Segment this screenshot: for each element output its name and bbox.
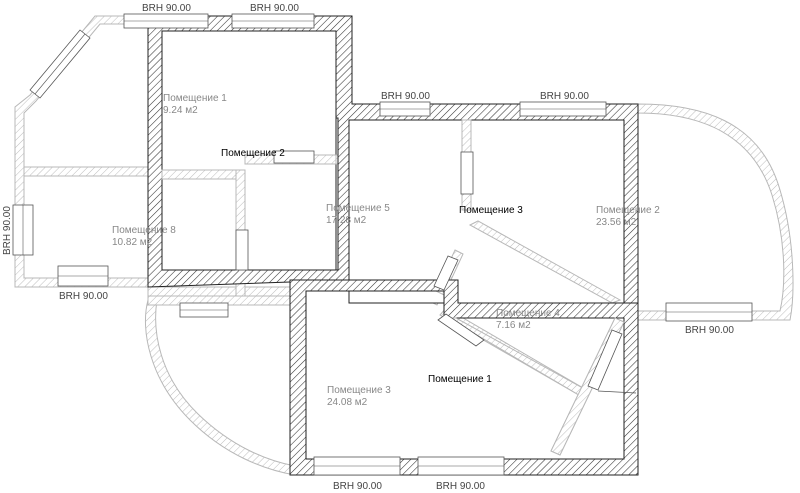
room-5-name: Помещение 5	[326, 203, 390, 214]
room-5-area: 17.28 м2	[326, 215, 367, 226]
door-upper-partition[interactable]	[273, 150, 315, 164]
doors	[235, 150, 637, 394]
window-label-mid-right: BRH 90.00	[540, 91, 589, 102]
door-diagonal-right[interactable]	[587, 329, 623, 391]
room-3-name: Помещение 3	[327, 385, 391, 396]
highlight-room-2: Помещение 2	[221, 148, 285, 159]
window-label-top-mid: BRH 90.00	[250, 3, 299, 14]
room-8-area: 10.82 м2	[112, 237, 153, 248]
window-label-top-left: BRH 90.00	[142, 3, 191, 14]
door-middle-partition[interactable]	[460, 151, 474, 195]
current-floor-walls	[147, 15, 639, 476]
window-label-west: BRH 90.00	[2, 206, 13, 255]
highlight-room-1: Помещение 1	[428, 374, 492, 385]
door-left-partition[interactable]	[235, 229, 249, 271]
room-2-name: Помещение 2	[596, 205, 660, 216]
door-diagonal-upper[interactable]	[433, 255, 459, 291]
room-1-area: 9.24 м2	[163, 105, 198, 116]
window-label-bottom-right: BRH 90.00	[436, 481, 485, 492]
window-labels: BRH 90.00 BRH 90.00 BRH 90.00 BRH 90.00 …	[2, 3, 734, 492]
door-swing-mark	[597, 390, 637, 394]
door-diagonal-lower[interactable]	[437, 313, 485, 347]
highlight-room-3: Помещение 3	[459, 205, 523, 216]
room-3-area: 24.08 м2	[327, 397, 368, 408]
room-1-name: Помещение 1	[163, 93, 227, 104]
left-wing-partition-1	[23, 166, 149, 177]
right-wing-wall	[637, 103, 794, 321]
room-4-name: Помещение 4	[496, 308, 560, 319]
window-label-bottom-left: BRH 90.00	[333, 481, 382, 492]
window-label-mid-left: BRH 90.00	[381, 91, 430, 102]
room-2-area: 23.56 м2	[596, 217, 637, 228]
window-label-southwest: BRH 90.00	[59, 291, 108, 302]
lower-room-wall	[289, 279, 639, 476]
room-4-area: 7.16 м2	[496, 320, 531, 331]
room-8-name: Помещение 8	[112, 225, 176, 236]
room-labels: Помещение 1 9.24 м2 Помещение 8 10.82 м2…	[112, 93, 660, 408]
windows	[12, 13, 753, 476]
window-label-east: BRH 90.00	[685, 325, 734, 336]
